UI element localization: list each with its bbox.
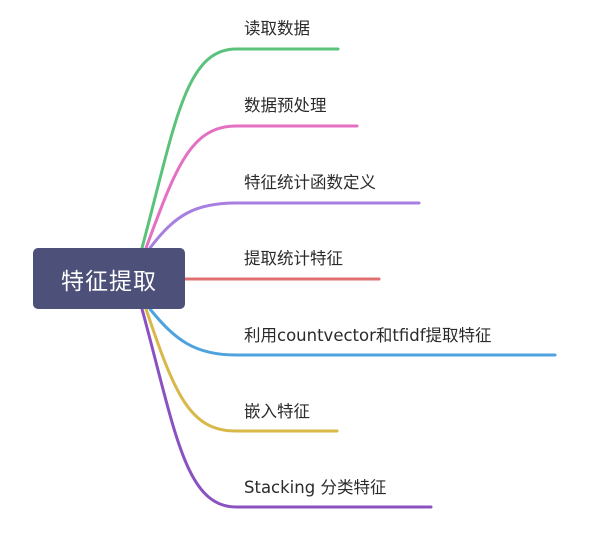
branch-label-read-data[interactable]: 读取数据 bbox=[244, 19, 310, 38]
branch-connector-embedding-features bbox=[144, 307, 339, 433]
branch-connector-stacking bbox=[140, 307, 433, 509]
branch-connector-preprocessing bbox=[144, 124, 359, 250]
branch-label-countvector-tfidf[interactable]: 利用countvector和tfidf提取特征 bbox=[244, 326, 492, 345]
branch-label-stacking[interactable]: Stacking 分类特征 bbox=[244, 478, 387, 497]
branch-label-preprocessing[interactable]: 数据预处理 bbox=[244, 96, 327, 115]
root-node-label: 特征提取 bbox=[61, 268, 157, 295]
branch-label-feature-stat-functions[interactable]: 特征统计函数定义 bbox=[244, 173, 376, 192]
branch-label-embedding-features[interactable]: 嵌入特征 bbox=[244, 402, 310, 421]
branch-label-extract-stat-features[interactable]: 提取统计特征 bbox=[244, 249, 343, 268]
branch-connector-feature-stat-functions bbox=[148, 201, 421, 250]
branch-connector-read-data bbox=[140, 47, 340, 250]
branch-connector-countvector-tfidf bbox=[148, 307, 557, 357]
root-node-feature-extraction[interactable]: 特征提取 bbox=[33, 248, 185, 309]
